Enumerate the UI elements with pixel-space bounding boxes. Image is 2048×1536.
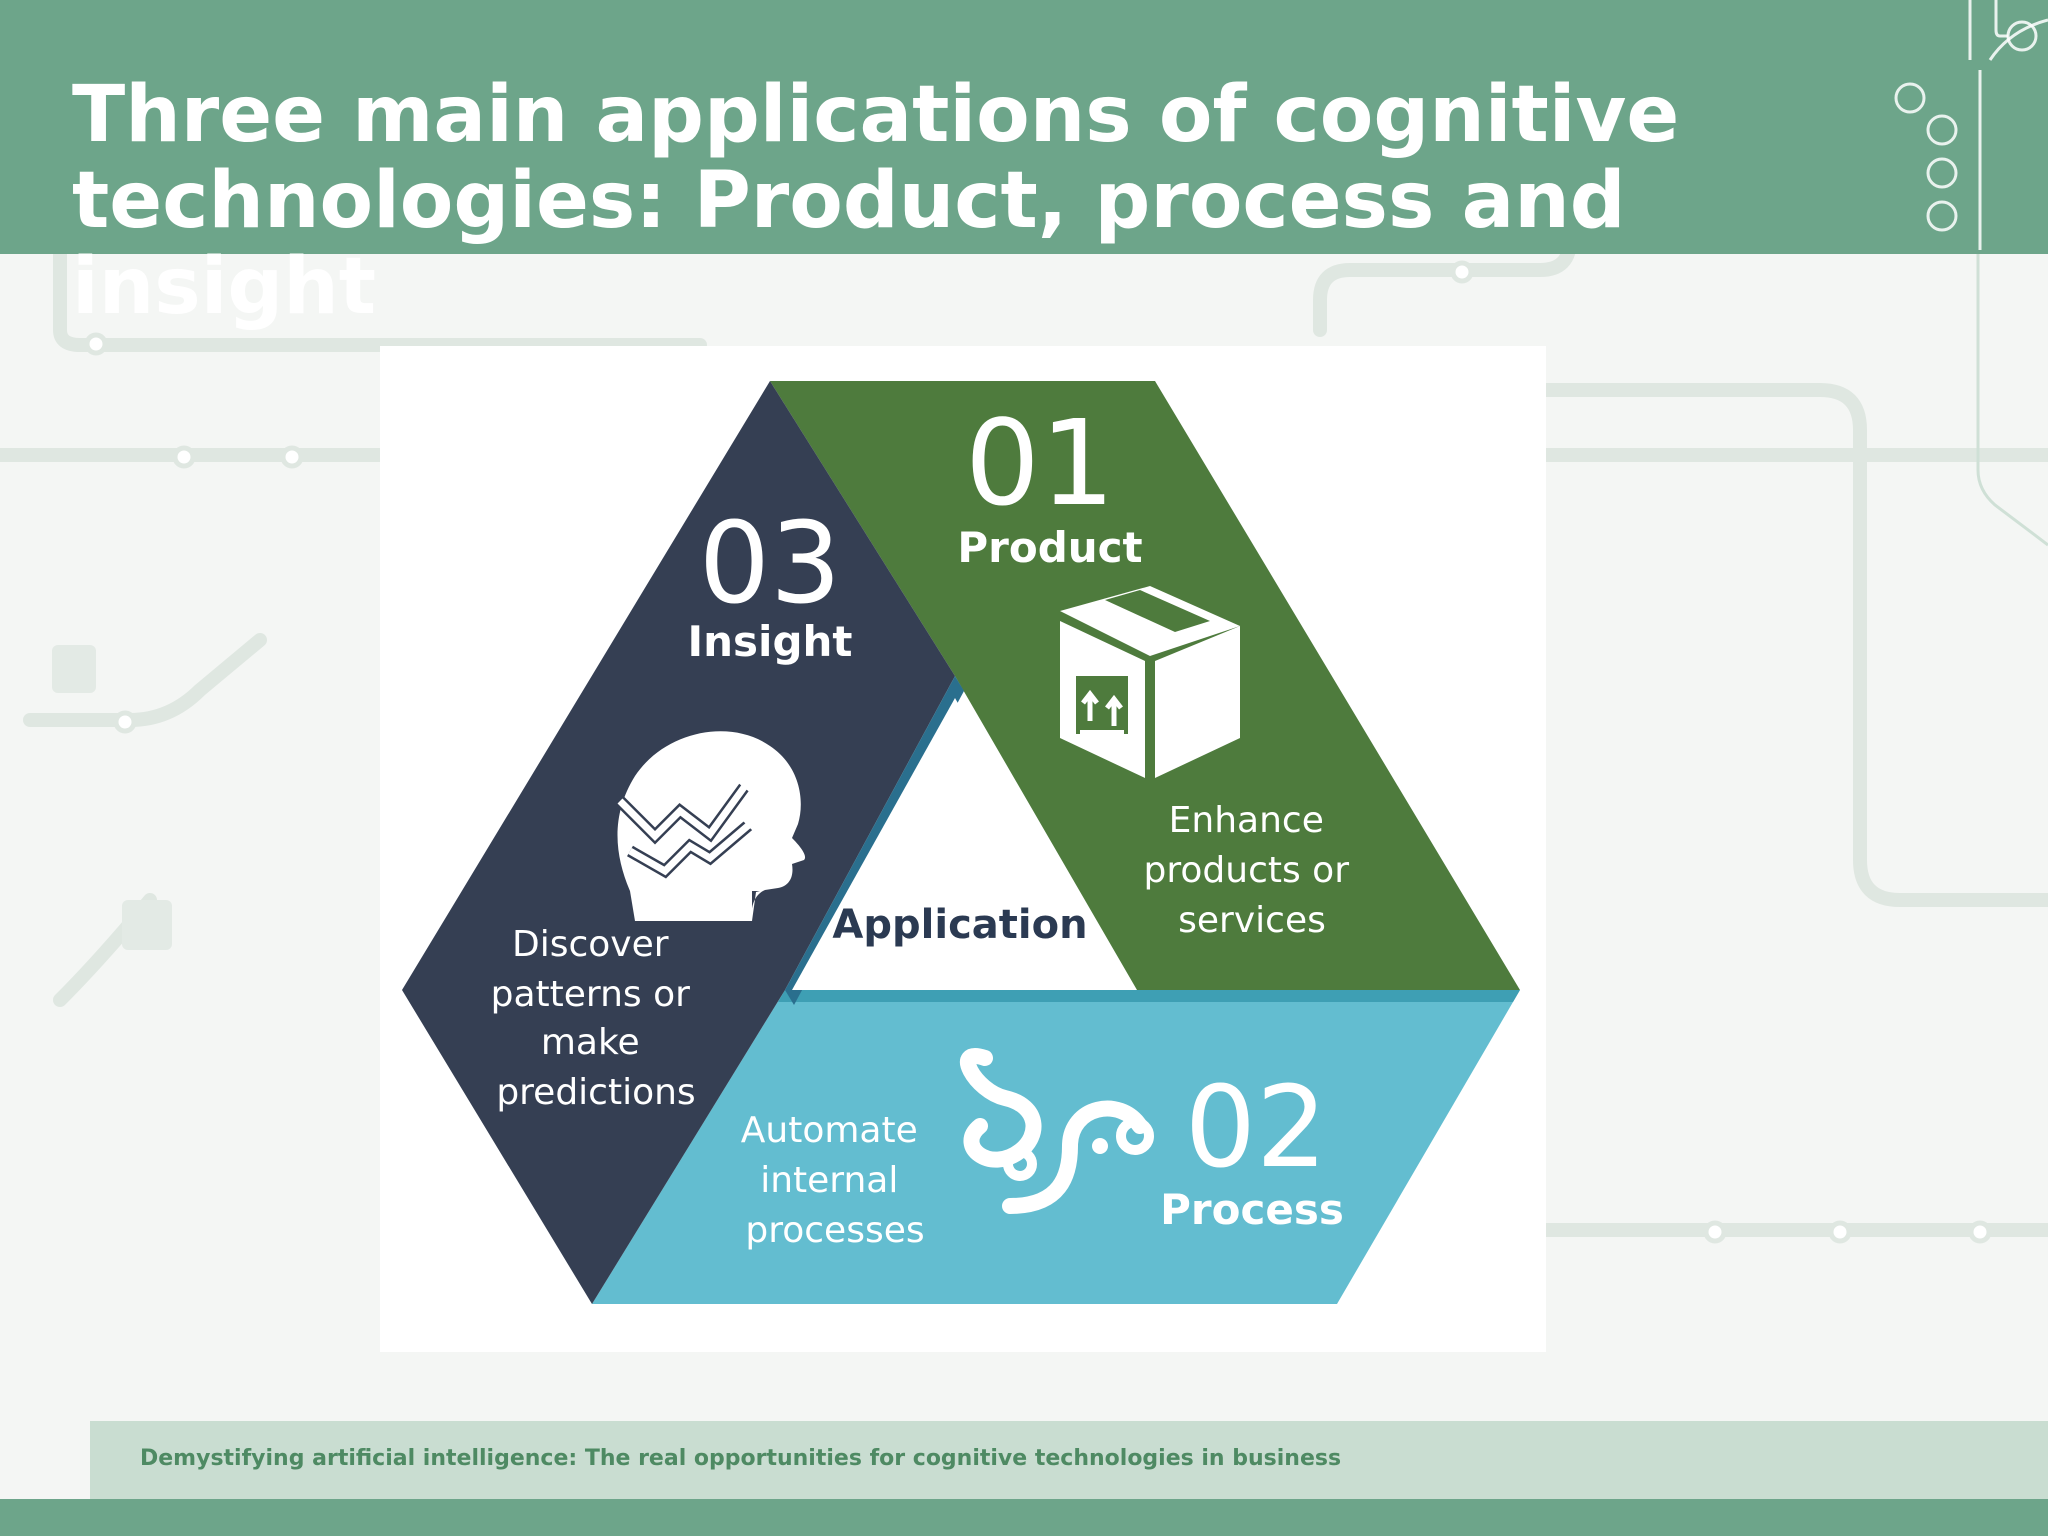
slide-title: Three main applications of cognitive tec…: [72, 72, 1822, 330]
product-description: Enhance products or services: [1144, 800, 1361, 941]
center-label: Application: [832, 902, 1087, 948]
slide-title-line-1: Three main applications of cognitive: [72, 70, 1680, 160]
footer-band: [90, 1421, 2048, 1499]
process-number: 02: [1185, 1063, 1328, 1193]
center-triangle: [792, 698, 1120, 990]
slide-title-line-2: technologies: Product, process and insig…: [72, 156, 1626, 332]
process-name: Process: [1160, 1185, 1344, 1234]
package-box-icon: [1060, 586, 1240, 778]
head-trend-icon: [615, 731, 806, 921]
process-flow-icon: [960, 1048, 1154, 1214]
applications-triangle-diagram: Application 01 Product Enhance products …: [402, 381, 1520, 1304]
title-bar: [0, 0, 2048, 254]
bottom-bar: [0, 1499, 2048, 1536]
insight-number: 03: [699, 499, 842, 629]
footer-source-text: Demystifying artificial intelligence: Th…: [140, 1446, 1342, 1471]
circuit-decoration: [1894, 0, 2048, 547]
insight-description: Discover patterns or make predictions: [491, 924, 702, 1113]
process-segment: [592, 990, 1520, 1304]
product-number: 01: [965, 394, 1115, 532]
process-description: Automate internal processes: [741, 1110, 929, 1251]
insight-name: Insight: [688, 617, 853, 666]
process-segment-edge: [778, 990, 1520, 1002]
product-name: Product: [957, 523, 1142, 572]
